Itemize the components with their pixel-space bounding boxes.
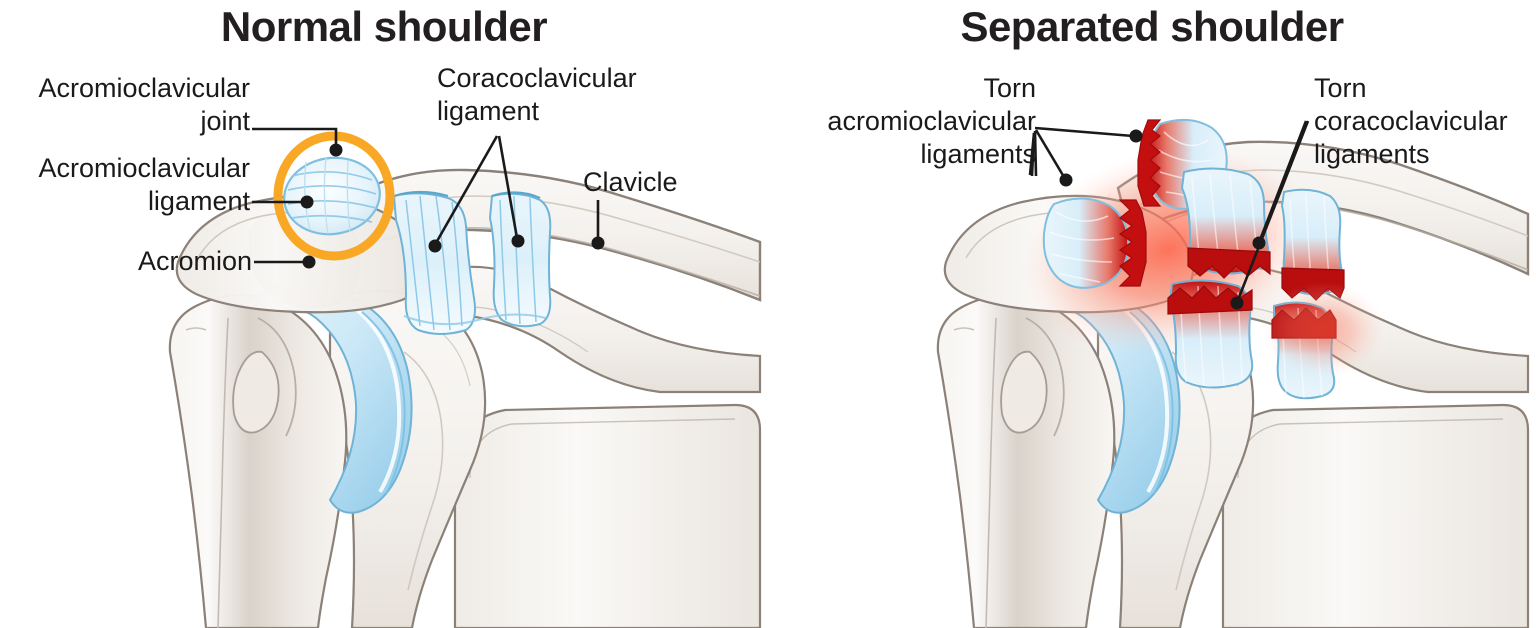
humerus: [936, 294, 1116, 628]
label-clavicle: Clavicle: [583, 166, 763, 199]
panel-normal-shoulder: Normal shoulder Acromioclavicular joint …: [0, 3, 763, 628]
label-acromioclavicular-joint: Acromioclavicular joint: [0, 72, 250, 138]
label-torn-coracoclavicular-ligaments: Torn coracoclavicular ligaments: [1314, 72, 1536, 171]
label-line-3: ligaments: [1314, 139, 1430, 169]
label-line-2: ligament: [437, 96, 540, 126]
label-line-1: Acromioclavicular: [38, 153, 250, 183]
label-line-2: joint: [200, 106, 250, 136]
label-line-1: Torn: [1314, 73, 1367, 103]
label-line-1: Torn: [983, 73, 1036, 103]
tear-edge-upper: [1137, 119, 1162, 207]
torn-acromioclavicular-ligament-lower: [1042, 197, 1147, 289]
label-line-1: Acromion: [137, 246, 252, 276]
label-line-3: ligaments: [920, 139, 1036, 169]
tear-edge-lower: [1118, 199, 1147, 287]
inflammation-glow-secondary: [1262, 282, 1386, 378]
label-coracoclavicular-ligament: Coracoclavicular ligament: [437, 62, 737, 128]
label-line-2: coracoclavicular: [1314, 106, 1508, 136]
scapula-body: [1221, 403, 1530, 628]
label-line-1: Acromioclavicular: [38, 73, 250, 103]
label-acromion: Acromion: [0, 245, 252, 278]
panel-title-normal: Normal shoulder: [220, 3, 548, 50]
label-line-1: Coracoclavicular: [437, 63, 637, 93]
label-line-1: Clavicle: [583, 167, 678, 197]
scapula-body: [453, 403, 762, 628]
torn-coracoclavicular-upper-left: [1180, 167, 1271, 279]
label-line-2: acromioclavicular: [827, 106, 1036, 136]
panel-separated-shoulder: Separated shoulder Torn acromioclavicula…: [768, 0, 1536, 628]
torn-coracoclavicular-lower-left: [1167, 279, 1254, 389]
label-torn-acromioclavicular-ligaments: Torn acromioclavicular ligaments: [768, 72, 1036, 171]
label-line-2: ligament: [147, 186, 250, 216]
acromioclavicular-ligament: [283, 156, 381, 236]
humerus: [168, 294, 348, 628]
label-acromioclavicular-ligament: Acromioclavicular ligament: [0, 152, 250, 218]
panel-title-separated: Separated shoulder: [960, 3, 1344, 50]
